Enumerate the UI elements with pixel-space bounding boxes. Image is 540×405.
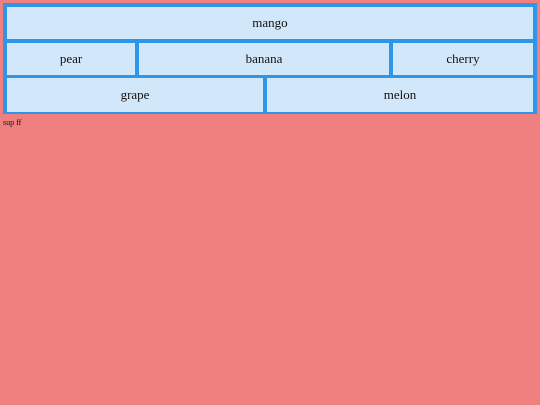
cell-mango[interactable]: mango <box>7 7 533 39</box>
grid-row-2: pear banana cherry <box>7 43 533 75</box>
cell-cherry[interactable]: cherry <box>393 43 533 75</box>
fruit-grid: mango pear banana cherry grape melon <box>3 3 537 114</box>
grid-row-1: mango <box>7 7 533 39</box>
footer-text: sup ff <box>3 118 22 127</box>
cell-melon[interactable]: melon <box>267 78 533 112</box>
grid-row-3: grape melon <box>7 78 533 112</box>
cell-banana[interactable]: banana <box>139 43 389 75</box>
cell-grape[interactable]: grape <box>7 78 263 112</box>
cell-pear[interactable]: pear <box>7 43 135 75</box>
